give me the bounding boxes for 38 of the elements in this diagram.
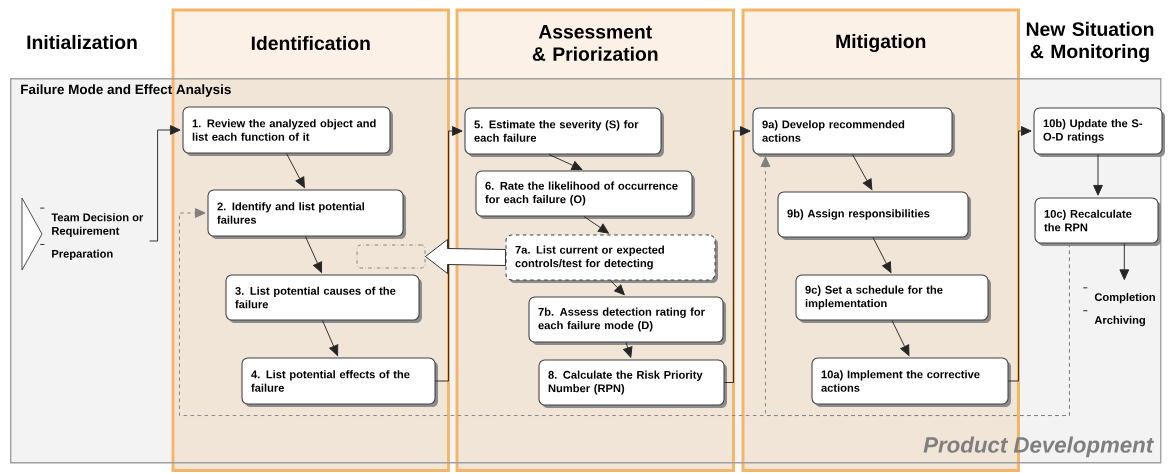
step-box: 8. Calculate the Risk Priority Number (RPN) — [538, 359, 727, 408]
step-box: 4. List potential effects of the failure — [241, 357, 438, 407]
arrow — [1093, 154, 1103, 196]
step-box: 9a) Develop recommended actions — [752, 107, 955, 157]
arrow — [760, 156, 1070, 416]
step-box: 1. Review the analyzed object and list each function of it — [182, 106, 393, 156]
bullet-list: Completion Archiving — [1082, 287, 1155, 327]
arrow — [435, 126, 463, 382]
step-box: 3. List potential causes of the failure — [225, 274, 422, 323]
step-box: 7b. Assess detection rating for each failure mode (D) — [528, 296, 726, 345]
arrow — [583, 216, 610, 234]
arrow — [724, 126, 751, 383]
step-box: 6. Rate the likelihood of occurrence for each failure (O) — [475, 170, 695, 219]
column-heading: New Situation & Monitoring — [1026, 21, 1154, 63]
step-box: 10a) Implement the corrective actions — [811, 357, 1011, 407]
step-box: 5. Estimate the severity (S) for each failure — [464, 107, 664, 157]
column-heading: Initialization — [27, 34, 137, 50]
bullet-list: Team Decision or Requirement Preparation — [39, 207, 144, 260]
step-box: 9b) Assign responsibilities — [777, 191, 971, 240]
arrow — [149, 125, 181, 242]
arrow — [322, 320, 339, 356]
arrow — [891, 320, 910, 356]
arrow — [852, 154, 873, 190]
step-box: 9c) Set a schedule for the implementation — [795, 274, 991, 323]
empty-box — [356, 244, 426, 269]
step-box: 10b) Update the S-O-D ratings — [1033, 107, 1165, 157]
arrow — [872, 237, 892, 273]
arrow — [548, 154, 583, 170]
block-arrow — [425, 239, 506, 274]
arrow — [610, 280, 625, 296]
step-box: 7a. List current or expected controls/test for detecting — [505, 234, 718, 283]
arrow — [623, 342, 633, 358]
arrow — [1008, 126, 1032, 382]
arrow — [1119, 243, 1130, 280]
arrow — [286, 153, 305, 188]
step-box: 10c) Recalculate the RPN — [1034, 197, 1161, 246]
step-box: 2. Identify and list potential failures — [207, 189, 406, 239]
arrow — [305, 236, 323, 273]
